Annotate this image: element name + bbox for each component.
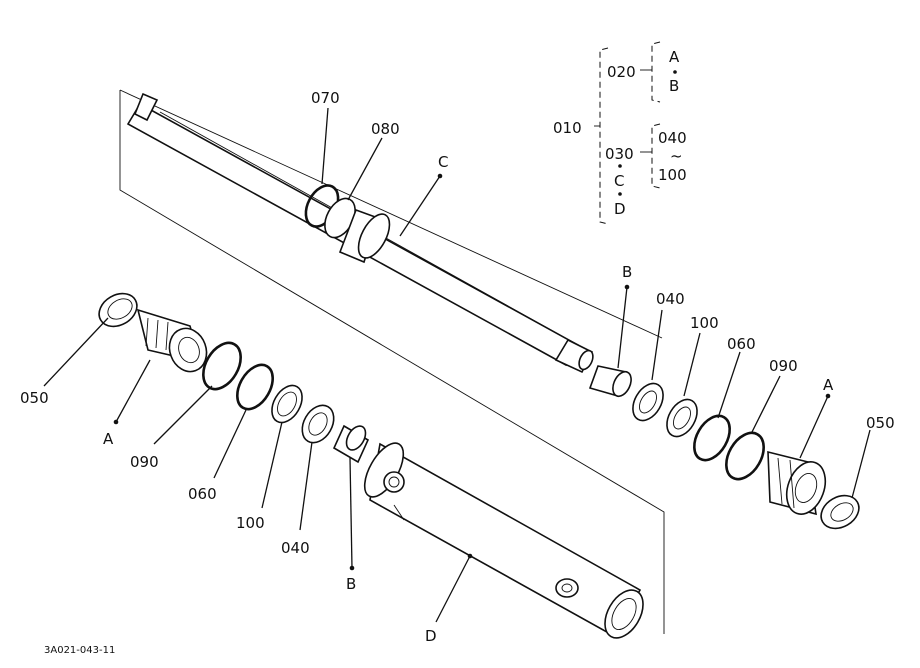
callout-a-left: A — [103, 430, 114, 448]
assembly-tree — [594, 41, 677, 225]
ring-100-left — [271, 384, 303, 424]
wiper-seal-050-left — [98, 292, 138, 328]
callout-a-right: A — [823, 376, 834, 394]
callout-d-tube: D — [425, 627, 437, 645]
ring-100-right — [666, 398, 698, 438]
cylinder-tube — [363, 442, 644, 639]
drawing-code: 3A021-043-11 — [44, 645, 115, 656]
bushing-b-left — [332, 424, 370, 464]
callout-090-right: 090 — [769, 357, 798, 375]
gland-a-left — [136, 308, 208, 373]
tree-100-label: 100 — [658, 166, 687, 184]
bushing-b-right — [588, 365, 632, 398]
wiper-seal-050-right — [820, 494, 860, 530]
callout-c-rod: C — [438, 153, 448, 171]
tree-030-label: 030 — [605, 145, 634, 163]
tree-040-label: 040 — [658, 129, 687, 147]
callout-050-right: 050 — [866, 414, 895, 432]
backup-ring-060-left — [236, 363, 274, 411]
tree-020-label: 020 — [607, 63, 636, 81]
callout-050-left: 050 — [20, 389, 49, 407]
callout-070: 070 — [311, 89, 340, 107]
assembly-frame — [119, 89, 665, 634]
tree-root-label: 010 — [553, 119, 582, 137]
callout-060-right: 060 — [727, 335, 756, 353]
tree-b-label: B — [669, 77, 679, 95]
callout-b-right: B — [622, 263, 632, 281]
tree-c-label: C — [614, 172, 624, 190]
callout-060-left: 060 — [188, 485, 217, 503]
callout-b-left: B — [346, 575, 356, 593]
tree-a-label: A — [669, 48, 680, 66]
callout-100-left: 100 — [236, 514, 265, 532]
o-ring-090-right — [725, 431, 765, 481]
gland-a-right — [767, 450, 827, 516]
callout-090-left: 090 — [130, 453, 159, 471]
backup-ring-060-right — [693, 414, 731, 462]
callout-040-right: 040 — [656, 290, 685, 308]
piston-rod — [126, 92, 594, 374]
seal-040-right — [632, 382, 664, 422]
callout-080: 080 — [371, 120, 400, 138]
callout-100-right: 100 — [690, 314, 719, 332]
callout-040-left: 040 — [281, 539, 310, 557]
leader-lines — [43, 107, 871, 623]
seal-040-left — [301, 404, 335, 444]
tree-d-label: D — [614, 200, 626, 218]
tree-tilde: ~ — [670, 147, 683, 165]
